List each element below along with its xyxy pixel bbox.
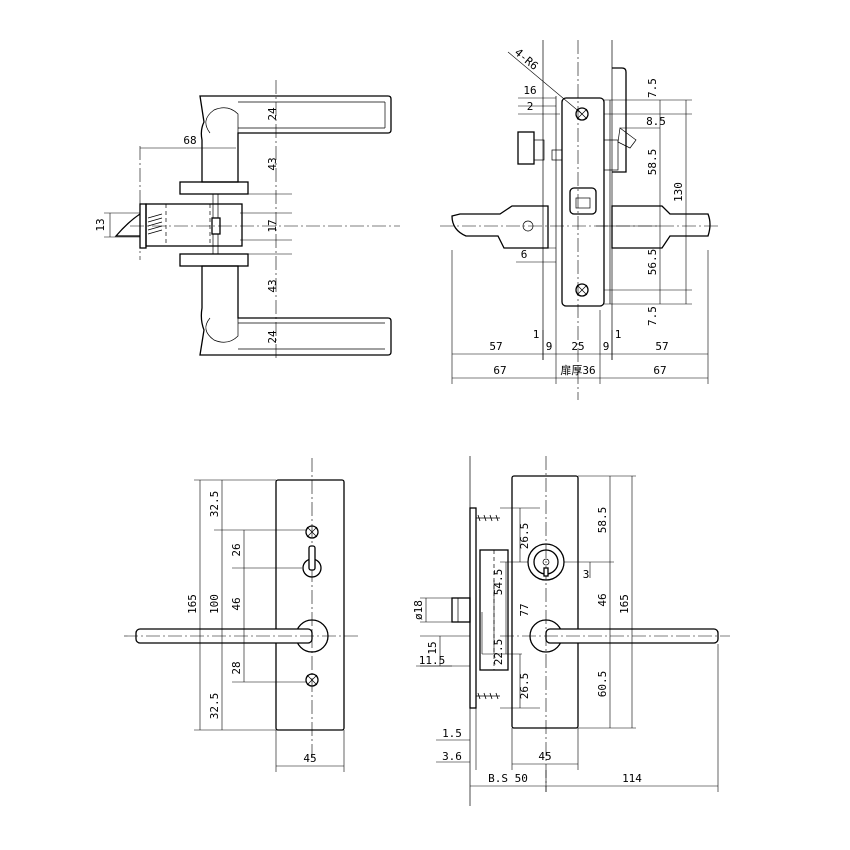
rear-dim-46: 46: [596, 593, 609, 606]
top-dim-67-right: 67: [653, 364, 666, 377]
top-dim-25: 25: [571, 340, 584, 353]
rear-escutcheon: [511, 475, 579, 729]
top-dim-6: 6: [521, 248, 528, 261]
rear-dim-15: 15: [426, 641, 439, 654]
top-dim-58-5: 58.5: [646, 149, 659, 176]
side-dim-43-top: 43: [266, 157, 279, 170]
rear-dim-45: 45: [538, 750, 551, 763]
rear-view: 58.5 3 46 165 60.5 26.5 54.5 77 22.5 26.…: [412, 456, 730, 806]
latch-block: [517, 131, 535, 165]
rear-dim-11-5: 11.5: [419, 654, 446, 667]
rear-dim-26-5-top: 26.5: [518, 523, 531, 550]
front-dim-165: 165: [186, 594, 199, 614]
lock-body-section: [145, 203, 243, 247]
lower-lever: [199, 265, 392, 356]
top-dim-9-left: 9: [546, 340, 553, 353]
side-dim-68: 68: [183, 134, 196, 147]
top-dim-4r6: 4-R6: [512, 46, 541, 73]
top-left-lever: [451, 205, 549, 249]
rear-dim-114: 114: [622, 772, 642, 785]
rear-dim-3: 3: [583, 568, 590, 581]
rear-dim-77: 77: [518, 603, 531, 616]
side-dim-17: 17: [266, 219, 279, 232]
top-screw: [575, 107, 589, 121]
bottom-screw: [575, 283, 589, 297]
front-dim-32-5-bottom: 32.5: [208, 693, 221, 720]
top-dim-7-5-lower: 7.5: [646, 306, 659, 326]
lock-case: [561, 97, 605, 307]
upper-lever: [199, 95, 392, 183]
top-right-lever: [611, 205, 711, 249]
rear-dim-165: 165: [618, 594, 631, 614]
front-dim-100: 100: [208, 594, 221, 614]
rear-dim-backset-50: B.S 50: [488, 772, 528, 785]
strike-bracket: [612, 67, 627, 173]
top-view: 4-R6 16 2 7.5 8.5 58.5 130 6 56.5 7.5 1: [440, 40, 720, 400]
top-dim-8-5: 8.5: [646, 115, 666, 128]
side-dim-24-bottom: 24: [266, 330, 279, 344]
front-bottom-screw: [305, 673, 319, 687]
side-dim-43-bottom: 43: [266, 279, 279, 292]
rear-dim-58-5: 58.5: [596, 507, 609, 534]
front-dim-32-5-top: 32.5: [208, 491, 221, 518]
front-dim-28: 28: [230, 661, 243, 674]
top-dim-7-5-upper: 7.5: [646, 78, 659, 98]
side-dim-24-top: 24: [266, 107, 279, 121]
top-dim-door-thickness: 扉厚36: [560, 364, 595, 377]
rear-dim-dia18: ø18: [412, 600, 425, 620]
front-dim-46: 46: [230, 597, 243, 610]
top-dim-67-left: 67: [493, 364, 506, 377]
top-dim-56-5: 56.5: [646, 249, 659, 276]
rear-top-screw-hatch: [476, 514, 500, 522]
top-dim-57-right: 57: [655, 340, 668, 353]
latch-bolt: [114, 213, 141, 237]
rear-dim-26-5-bottom: 26.5: [518, 673, 531, 700]
top-dim-130: 130: [672, 182, 685, 202]
front-escutcheon: [275, 479, 345, 731]
top-dim-2: 2: [527, 100, 534, 113]
upper-rose: [179, 181, 249, 195]
spindle-hub: [569, 187, 597, 215]
rear-bottom-screw-hatch: [476, 692, 500, 700]
front-dim-45: 45: [303, 752, 316, 765]
top-dim-57-left: 57: [489, 340, 502, 353]
rear-dim-54-5: 54.5: [492, 569, 505, 596]
rear-latch: [451, 597, 471, 623]
lower-rose: [179, 253, 249, 267]
latch-screw-hatch: [147, 213, 163, 235]
top-dim-1-right: 1: [615, 328, 622, 341]
front-dim-26: 26: [230, 543, 243, 556]
top-dim-16: 16: [523, 84, 536, 97]
rear-dim-60-5: 60.5: [596, 671, 609, 698]
front-view: 32.5 26 165 100 46 28 32.5 45: [124, 458, 360, 772]
rear-dim-22-5: 22.5: [492, 639, 505, 666]
rear-dim-3-6: 3.6: [442, 750, 462, 763]
top-dim-1-left: 1: [533, 328, 540, 341]
front-top-screw: [305, 525, 319, 539]
rear-dim-1-5: 1.5: [442, 727, 462, 740]
side-view: 24 68 43 13 17 43 24: [94, 80, 400, 360]
rear-faceplate: [469, 507, 477, 709]
side-dim-13: 13: [94, 218, 107, 231]
top-dim-9-right: 9: [603, 340, 610, 353]
